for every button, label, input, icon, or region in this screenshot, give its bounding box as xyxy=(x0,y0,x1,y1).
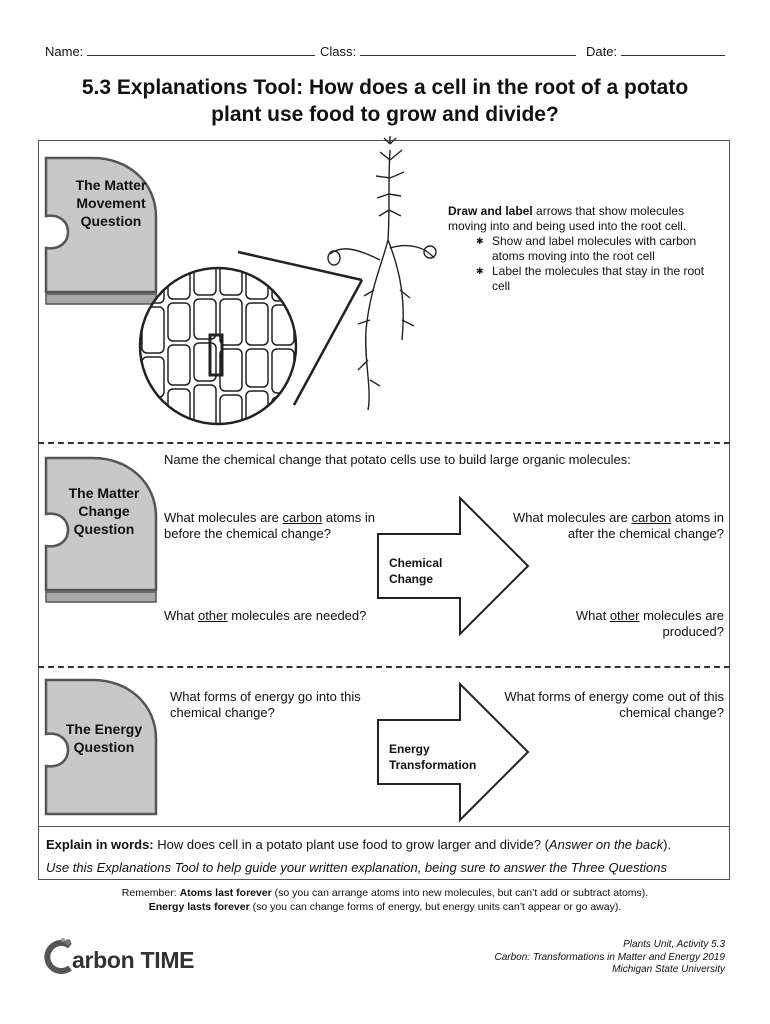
remember-atoms: Remember: Atoms last forever (so you can… xyxy=(0,886,770,900)
section-divider-1 xyxy=(38,442,730,444)
energy-transformation-arrow xyxy=(377,682,530,823)
explain-guide: Use this Explanations Tool to help guide… xyxy=(46,860,667,875)
class-label: Class: xyxy=(320,44,357,59)
chemical-change-arrow xyxy=(377,496,530,637)
other-out-underline: other xyxy=(609,608,640,623)
remember-lead: Remember: xyxy=(121,887,180,899)
carbon-in-pre: What molecules are xyxy=(164,510,283,525)
name-blank[interactable] xyxy=(86,44,315,56)
other-out-pre: What xyxy=(575,608,610,623)
explain-divider xyxy=(38,826,730,827)
credits: Plants Unit, Activity 5.3 Carbon: Transf… xyxy=(440,939,726,977)
carbon-c-icon xyxy=(44,938,72,974)
matter-change-puzzle-piece xyxy=(44,456,158,603)
remember-energy: Energy lasts forever (so you can change … xyxy=(0,900,770,914)
explanations-frame xyxy=(38,140,730,880)
carbon-out-question: What molecules are carbon atoms in after… xyxy=(500,510,724,542)
root-cell-magnified-illustration xyxy=(138,266,298,426)
explain-prompt: Explain in words: How does cell in a pot… xyxy=(46,836,726,854)
bullet-item: Show and label molecules with carbon ato… xyxy=(476,234,720,264)
other-in-underline: other xyxy=(197,608,228,623)
class-field[interactable]: Class: xyxy=(320,44,576,59)
explain-bold: Explain in words: xyxy=(46,837,154,852)
credits-line-3: Michigan State University xyxy=(612,964,725,975)
date-label: Date: xyxy=(586,44,618,59)
credits-line-1: Plants Unit, Activity 5.3 xyxy=(623,939,725,950)
instruction-bold: Draw and label xyxy=(448,204,533,218)
section-divider-2 xyxy=(38,666,730,668)
energy-in-question: What forms of energy go into this chemic… xyxy=(170,689,361,720)
other-in-pre: What xyxy=(164,608,198,623)
date-field[interactable]: Date: xyxy=(586,44,725,59)
credits-line-2: Carbon: Transformations in Matter and En… xyxy=(494,951,726,963)
matter-movement-puzzle-piece xyxy=(44,156,158,305)
carbon-in-post: atoms in before the chemical change? xyxy=(164,510,375,541)
carbon-out-underline: carbon xyxy=(631,510,672,525)
matter-movement-label: The Matter Movement Question xyxy=(75,177,147,229)
energy-rest: (so you can change forms of energy, but … xyxy=(249,901,622,913)
title-line-1: 5.3 Explanations Tool: How does a cell i… xyxy=(81,76,689,99)
other-in-question: What other molecules are needed? xyxy=(164,608,404,624)
instruction-bullets: Show and label molecules with carbon ato… xyxy=(448,234,720,294)
potato-plant-illustration xyxy=(237,136,437,411)
bullet-item: Label the molecules that stay in the roo… xyxy=(476,264,720,294)
carbon-in-underline: carbon xyxy=(282,510,323,525)
page-title: 5.3 Explanations Tool: How does a cell i… xyxy=(0,74,770,128)
energy-transformation-arrow-label: Energy Transformation xyxy=(389,742,477,772)
class-blank[interactable] xyxy=(359,44,576,56)
matter-change-label: The Matter Change Question xyxy=(68,485,140,537)
matter-movement-instructions: Draw and label arrows that show molecule… xyxy=(448,204,720,294)
name-field[interactable]: Name: xyxy=(45,44,315,59)
name-label: Name: xyxy=(45,44,84,59)
chemical-change-arrow-label: Chemical Change xyxy=(389,556,443,586)
atoms-rest: (so you can arrange atoms into new molec… xyxy=(271,887,649,899)
other-out-post: molecules are produced? xyxy=(639,608,724,639)
title-line-2: plant use food to grow and divide? xyxy=(211,103,559,126)
explain-end: ). xyxy=(663,837,672,852)
carbon-out-pre: What molecules are xyxy=(513,510,632,525)
energy-out-question: What forms of energy come out of this ch… xyxy=(504,689,724,720)
chemical-change-name-prompt: Name the chemical change that potato cel… xyxy=(164,452,631,467)
other-in-post: molecules are needed? xyxy=(227,608,367,623)
atoms-bold: Atoms last forever xyxy=(179,887,272,899)
other-out-question: What other molecules are produced? xyxy=(540,608,724,640)
date-blank[interactable] xyxy=(620,44,725,56)
logo-text: arbon TIME xyxy=(72,947,195,973)
energy-bold: Energy lasts forever xyxy=(148,901,250,913)
explain-text: How does cell in a potato plant use food… xyxy=(153,837,549,852)
energy-label: The Energy Question xyxy=(65,721,143,755)
explain-italic: Answer on the back xyxy=(548,837,664,852)
carbon-out-post: atoms in after the chemical change? xyxy=(567,510,724,541)
carbon-in-question: What molecules are carbon atoms in befor… xyxy=(164,510,400,542)
instruction-text: arrows that show molecules moving into a… xyxy=(448,204,687,233)
energy-puzzle-piece xyxy=(44,678,158,816)
